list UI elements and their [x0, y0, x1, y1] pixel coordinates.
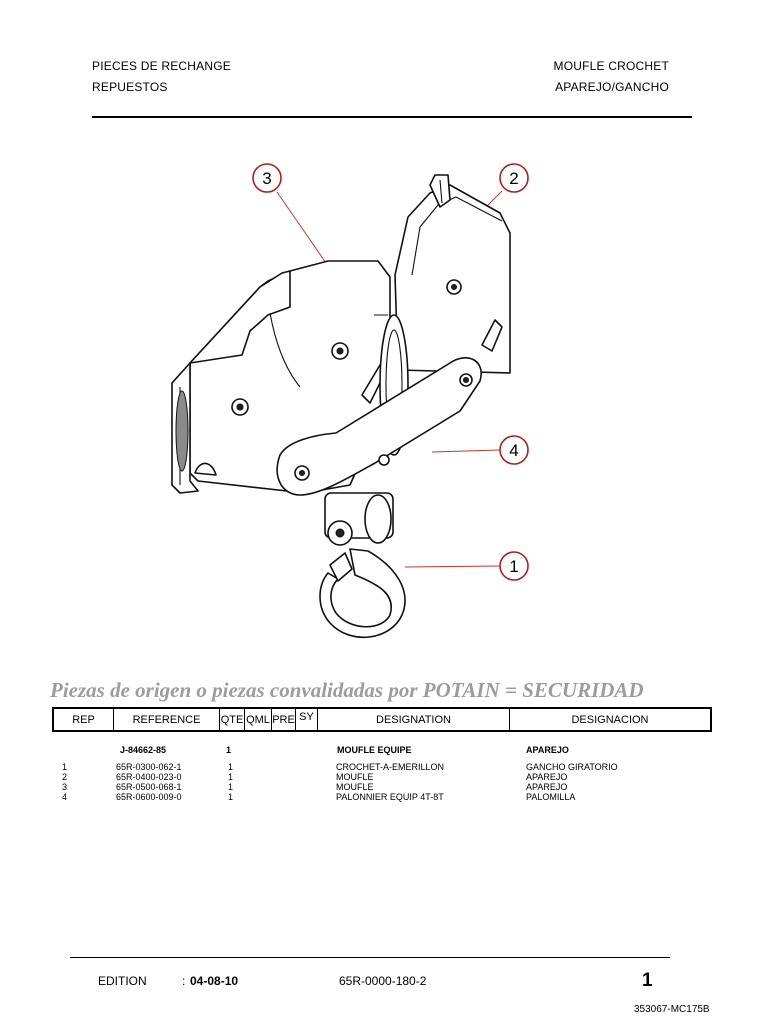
callout-1: 1 [499, 551, 529, 581]
cell-reference: 65R-0300-062-1 [116, 762, 182, 772]
cell-designacion: APAREJO [526, 745, 569, 755]
cell-reference: J-84662-85 [120, 745, 167, 755]
cell-designacion: APAREJO [526, 782, 568, 792]
col-qte: QTE [220, 709, 245, 730]
cell-qte: 1 [226, 745, 232, 755]
parts-table-header: REP REFERENCE QTE QML PRE SY DESIGNATION… [52, 707, 712, 732]
callout-3: 3 [252, 163, 282, 193]
cell-qte: 1 [228, 782, 234, 792]
footer-document-ref: 65R-0000-180-2 [339, 974, 427, 988]
header-left-line1: PIECES DE RECHANGE [92, 59, 231, 73]
cell-designation: MOUFLE EQUIPE [337, 745, 412, 755]
header-left-line2: REPUESTOS [92, 80, 168, 94]
col-pre: PRE [272, 709, 296, 730]
header-right-line1: MOUFLE CROCHET [553, 59, 669, 73]
leader-3 [276, 191, 327, 264]
table-row: 2 65R-0400-023-0 1 MOUFLE APAREJO [60, 772, 700, 782]
col-qml: QML [245, 709, 272, 730]
table-row: 3 65R-0500-068-1 1 MOUFLE APAREJO [60, 782, 700, 792]
cell-designation: CROCHET-A-EMERILLON [336, 762, 445, 772]
footer-edition-sep: : [182, 974, 186, 988]
callout-label-1: 1 [509, 557, 518, 576]
cell-designacion: APAREJO [526, 772, 568, 782]
col-designacion: DESIGNACION [571, 713, 649, 726]
cell-designacion: GANCHO GIRATORIO [526, 762, 618, 772]
callout-label-3: 3 [262, 169, 271, 188]
security-slogan: Piezas de origen o piezas convalidadas p… [50, 678, 644, 702]
cell-rep: 3 [62, 782, 68, 792]
cell-qte: 1 [228, 762, 234, 772]
footer-doc-code: 353067-MC175B [634, 1004, 710, 1015]
hook-block-diagram: 3 2 4 1 [171, 163, 529, 638]
callout-label-4: 4 [509, 441, 518, 460]
col-rep: REP [54, 709, 114, 730]
cell-rep: 1 [62, 762, 68, 772]
cell-qte: 1 [228, 792, 234, 802]
cell-qte: 1 [228, 772, 234, 782]
leader-1 [404, 565, 501, 568]
col-designation: DESIGNATION [318, 709, 510, 730]
header-rule [92, 116, 692, 118]
cell-rep: 4 [62, 792, 68, 802]
table-row-assembly: J-84662-85 1 MOUFLE EQUIPE APAREJO [60, 745, 700, 755]
callout-2: 2 [499, 163, 529, 193]
col-reference: REFERENCE [114, 709, 220, 730]
cell-designacion: PALOMILLA [526, 792, 576, 802]
table-row: 4 65R-0600-009-0 1 PALONNIER EQUIP 4T-8T… [60, 792, 700, 802]
footer-page-number: 1 [642, 970, 653, 991]
header-right-line2: APAREJO/GANCHO [555, 80, 669, 94]
callout-4: 4 [499, 435, 529, 465]
footer-rule [70, 957, 670, 958]
table-row: 1 65R-0300-062-1 1 CROCHET-A-EMERILLON G… [60, 762, 700, 772]
col-sy: SY [296, 709, 318, 730]
part-1-hook [319, 492, 406, 638]
leader-4 [431, 449, 501, 453]
footer-edition-label: EDITION [98, 974, 147, 988]
callout-label-2: 2 [509, 169, 518, 188]
cell-designation: MOUFLE [336, 782, 374, 792]
part-4-equalizer [276, 357, 482, 496]
footer-edition-date: 04-08-10 [190, 974, 239, 988]
cell-reference: 65R-0400-023-0 [116, 772, 182, 782]
cell-reference: 65R-0600-009-0 [116, 792, 182, 802]
cell-rep: 2 [62, 772, 68, 782]
cell-designation: MOUFLE [336, 772, 374, 782]
cell-reference: 65R-0500-068-1 [116, 782, 182, 792]
cell-designation: PALONNIER EQUIP 4T-8T [336, 792, 444, 802]
part-2-back-plate [394, 174, 511, 374]
